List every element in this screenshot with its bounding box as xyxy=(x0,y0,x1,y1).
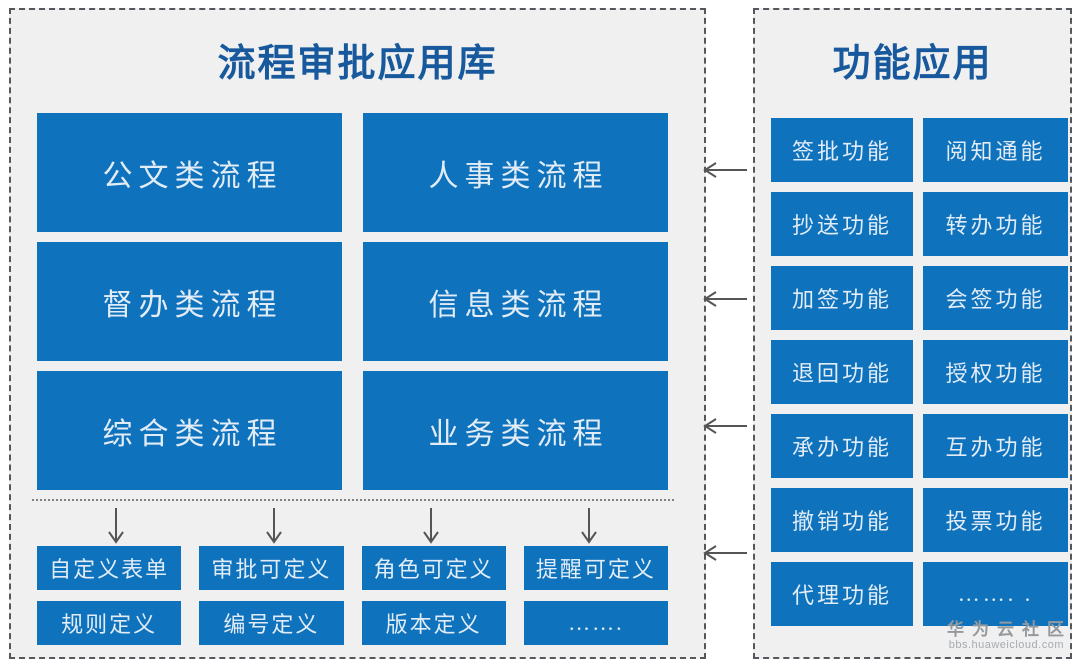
function-box-grid: 签批功能 阅知通能 抄送功能 转办功能 加签功能 会签功能 退回功能 授权功能 … xyxy=(771,118,1068,626)
down-arrow-icon xyxy=(578,507,600,549)
func-box-sign-approve: 签批功能 xyxy=(771,118,913,182)
process-box-hr: 人事类流程 xyxy=(363,113,668,232)
def-box-approval: 审批可定义 xyxy=(199,546,344,590)
func-box-mutual: 互办功能 xyxy=(923,414,1068,478)
def-box-more: ……. xyxy=(523,601,668,645)
watermark: 华为云社区 bbs.huaweicloud.com xyxy=(947,620,1064,652)
func-box-authorize: 授权功能 xyxy=(923,340,1068,404)
down-arrow-icon xyxy=(420,507,442,549)
process-library-title: 流程审批应用库 xyxy=(217,43,498,85)
down-arrow-icon xyxy=(105,507,127,549)
func-box-add-sign: 加签功能 xyxy=(771,266,913,330)
process-box-business: 业务类流程 xyxy=(363,371,668,490)
def-box-number: 编号定义 xyxy=(199,601,344,645)
dotted-divider xyxy=(32,499,674,501)
def-box-version: 版本定义 xyxy=(361,601,506,645)
process-box-grid: 公文类流程 人事类流程 督办类流程 信息类流程 综合类流程 业务类流程 xyxy=(37,113,668,490)
process-box-official-doc: 公文类流程 xyxy=(37,113,342,232)
func-box-undertake: 承办功能 xyxy=(771,414,913,478)
watermark-brand: 华为云社区 xyxy=(947,619,1072,639)
down-arrow-icon xyxy=(263,507,285,549)
func-box-revoke: 撤销功能 xyxy=(771,488,913,552)
func-box-proxy: 代理功能 xyxy=(771,562,913,626)
func-box-return: 退回功能 xyxy=(771,340,913,404)
down-arrow-row xyxy=(37,507,668,549)
definition-box-grid: 自定义表单 审批可定义 角色可定义 提醒可定义 规则定义 编号定义 版本定义 …… xyxy=(37,546,668,645)
def-box-reminder: 提醒可定义 xyxy=(523,546,668,590)
left-arrow-icon xyxy=(701,289,749,309)
left-arrow-icon xyxy=(701,416,749,436)
process-box-comprehensive: 综合类流程 xyxy=(37,371,342,490)
func-box-more: ……. . xyxy=(923,562,1068,626)
def-box-rule: 规则定义 xyxy=(37,601,182,645)
left-arrow-icon xyxy=(701,543,749,563)
process-box-information: 信息类流程 xyxy=(363,242,668,361)
func-box-transfer: 转办功能 xyxy=(923,192,1068,256)
process-box-supervision: 督办类流程 xyxy=(37,242,342,361)
function-apps-panel: 功能应用 签批功能 阅知通能 抄送功能 转办功能 加签功能 会签功能 退回功能 … xyxy=(753,8,1072,659)
function-apps-title: 功能应用 xyxy=(832,43,993,85)
func-box-joint-sign: 会签功能 xyxy=(923,266,1068,330)
func-box-copy-send: 抄送功能 xyxy=(771,192,913,256)
def-box-custom-form: 自定义表单 xyxy=(37,546,182,590)
watermark-url: bbs.huaweicloud.com xyxy=(948,639,1064,652)
def-box-role: 角色可定义 xyxy=(361,546,506,590)
func-box-read-notify: 阅知通能 xyxy=(923,118,1068,182)
func-box-vote: 投票功能 xyxy=(923,488,1068,552)
left-arrow-icon xyxy=(701,160,749,180)
process-library-panel: 流程审批应用库 公文类流程 人事类流程 督办类流程 信息类流程 综合类流程 业务… xyxy=(9,8,706,659)
